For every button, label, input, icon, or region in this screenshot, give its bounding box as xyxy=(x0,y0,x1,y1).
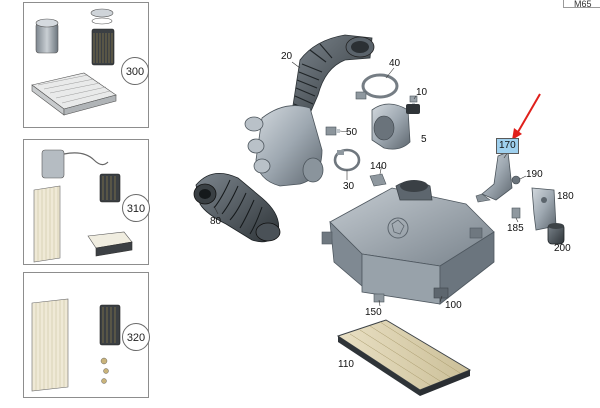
callout-20[interactable]: 20 xyxy=(281,51,293,62)
callout-5[interactable]: 5 xyxy=(421,134,427,145)
part-190-grommet[interactable] xyxy=(511,175,521,185)
callout-200[interactable]: 200 xyxy=(554,243,571,254)
thumbnail-320-illustration xyxy=(31,298,121,392)
part-180-mount[interactable] xyxy=(531,187,557,231)
part-150-nut[interactable] xyxy=(373,293,385,303)
callout-180[interactable]: 180 xyxy=(557,191,574,202)
callout-100[interactable]: 100 xyxy=(445,300,462,311)
red-pointer-arrow xyxy=(512,93,541,140)
callout-190[interactable]: 190 xyxy=(526,169,543,180)
part-20-intake-hose[interactable] xyxy=(244,34,375,187)
thumbnail-300-badge: 300 xyxy=(121,57,149,85)
part-5-air-mass-sensor[interactable] xyxy=(371,103,420,150)
part-170-bracket[interactable] xyxy=(475,151,513,203)
callout-80[interactable]: 80 xyxy=(210,216,222,227)
callout-150[interactable]: 150 xyxy=(365,307,382,318)
part-140-fastener[interactable] xyxy=(369,173,387,187)
callout-170-highlighted[interactable]: 170 xyxy=(496,138,519,154)
callout-10[interactable]: 10 xyxy=(416,87,428,98)
callout-30[interactable]: 30 xyxy=(343,181,355,192)
part-100-air-filter-housing[interactable] xyxy=(321,180,495,305)
thumbnail-300-illustration xyxy=(31,8,117,116)
part-40-hose-clamp[interactable] xyxy=(355,73,399,100)
callout-185[interactable]: 185 xyxy=(507,223,524,234)
callout-140[interactable]: 140 xyxy=(370,161,387,172)
thumbnail-group-310[interactable]: 310 xyxy=(23,139,150,265)
part-50-bolt[interactable] xyxy=(325,126,340,136)
thumbnail-group-320[interactable]: 320 xyxy=(23,272,150,398)
part-30-clamp[interactable] xyxy=(333,148,361,172)
thumbnail-320-badge: 320 xyxy=(122,323,150,351)
part-185-screw[interactable] xyxy=(511,207,521,219)
callout-40[interactable]: 40 xyxy=(389,58,401,69)
part-200-rubber-buffer[interactable] xyxy=(547,223,565,245)
thumbnail-group-300[interactable]: 300 xyxy=(23,2,149,128)
part-80-rubber-elbow[interactable] xyxy=(193,172,281,243)
callout-50[interactable]: 50 xyxy=(346,127,358,138)
thumbnail-310-illustration xyxy=(33,149,133,263)
part-110-air-filter-element[interactable] xyxy=(336,319,472,396)
thumbnail-310-badge: 310 xyxy=(122,194,150,222)
diagram-code-label: M65 xyxy=(563,0,600,9)
callout-leader-lines xyxy=(213,61,527,307)
callout-110[interactable]: 110 xyxy=(338,359,354,370)
